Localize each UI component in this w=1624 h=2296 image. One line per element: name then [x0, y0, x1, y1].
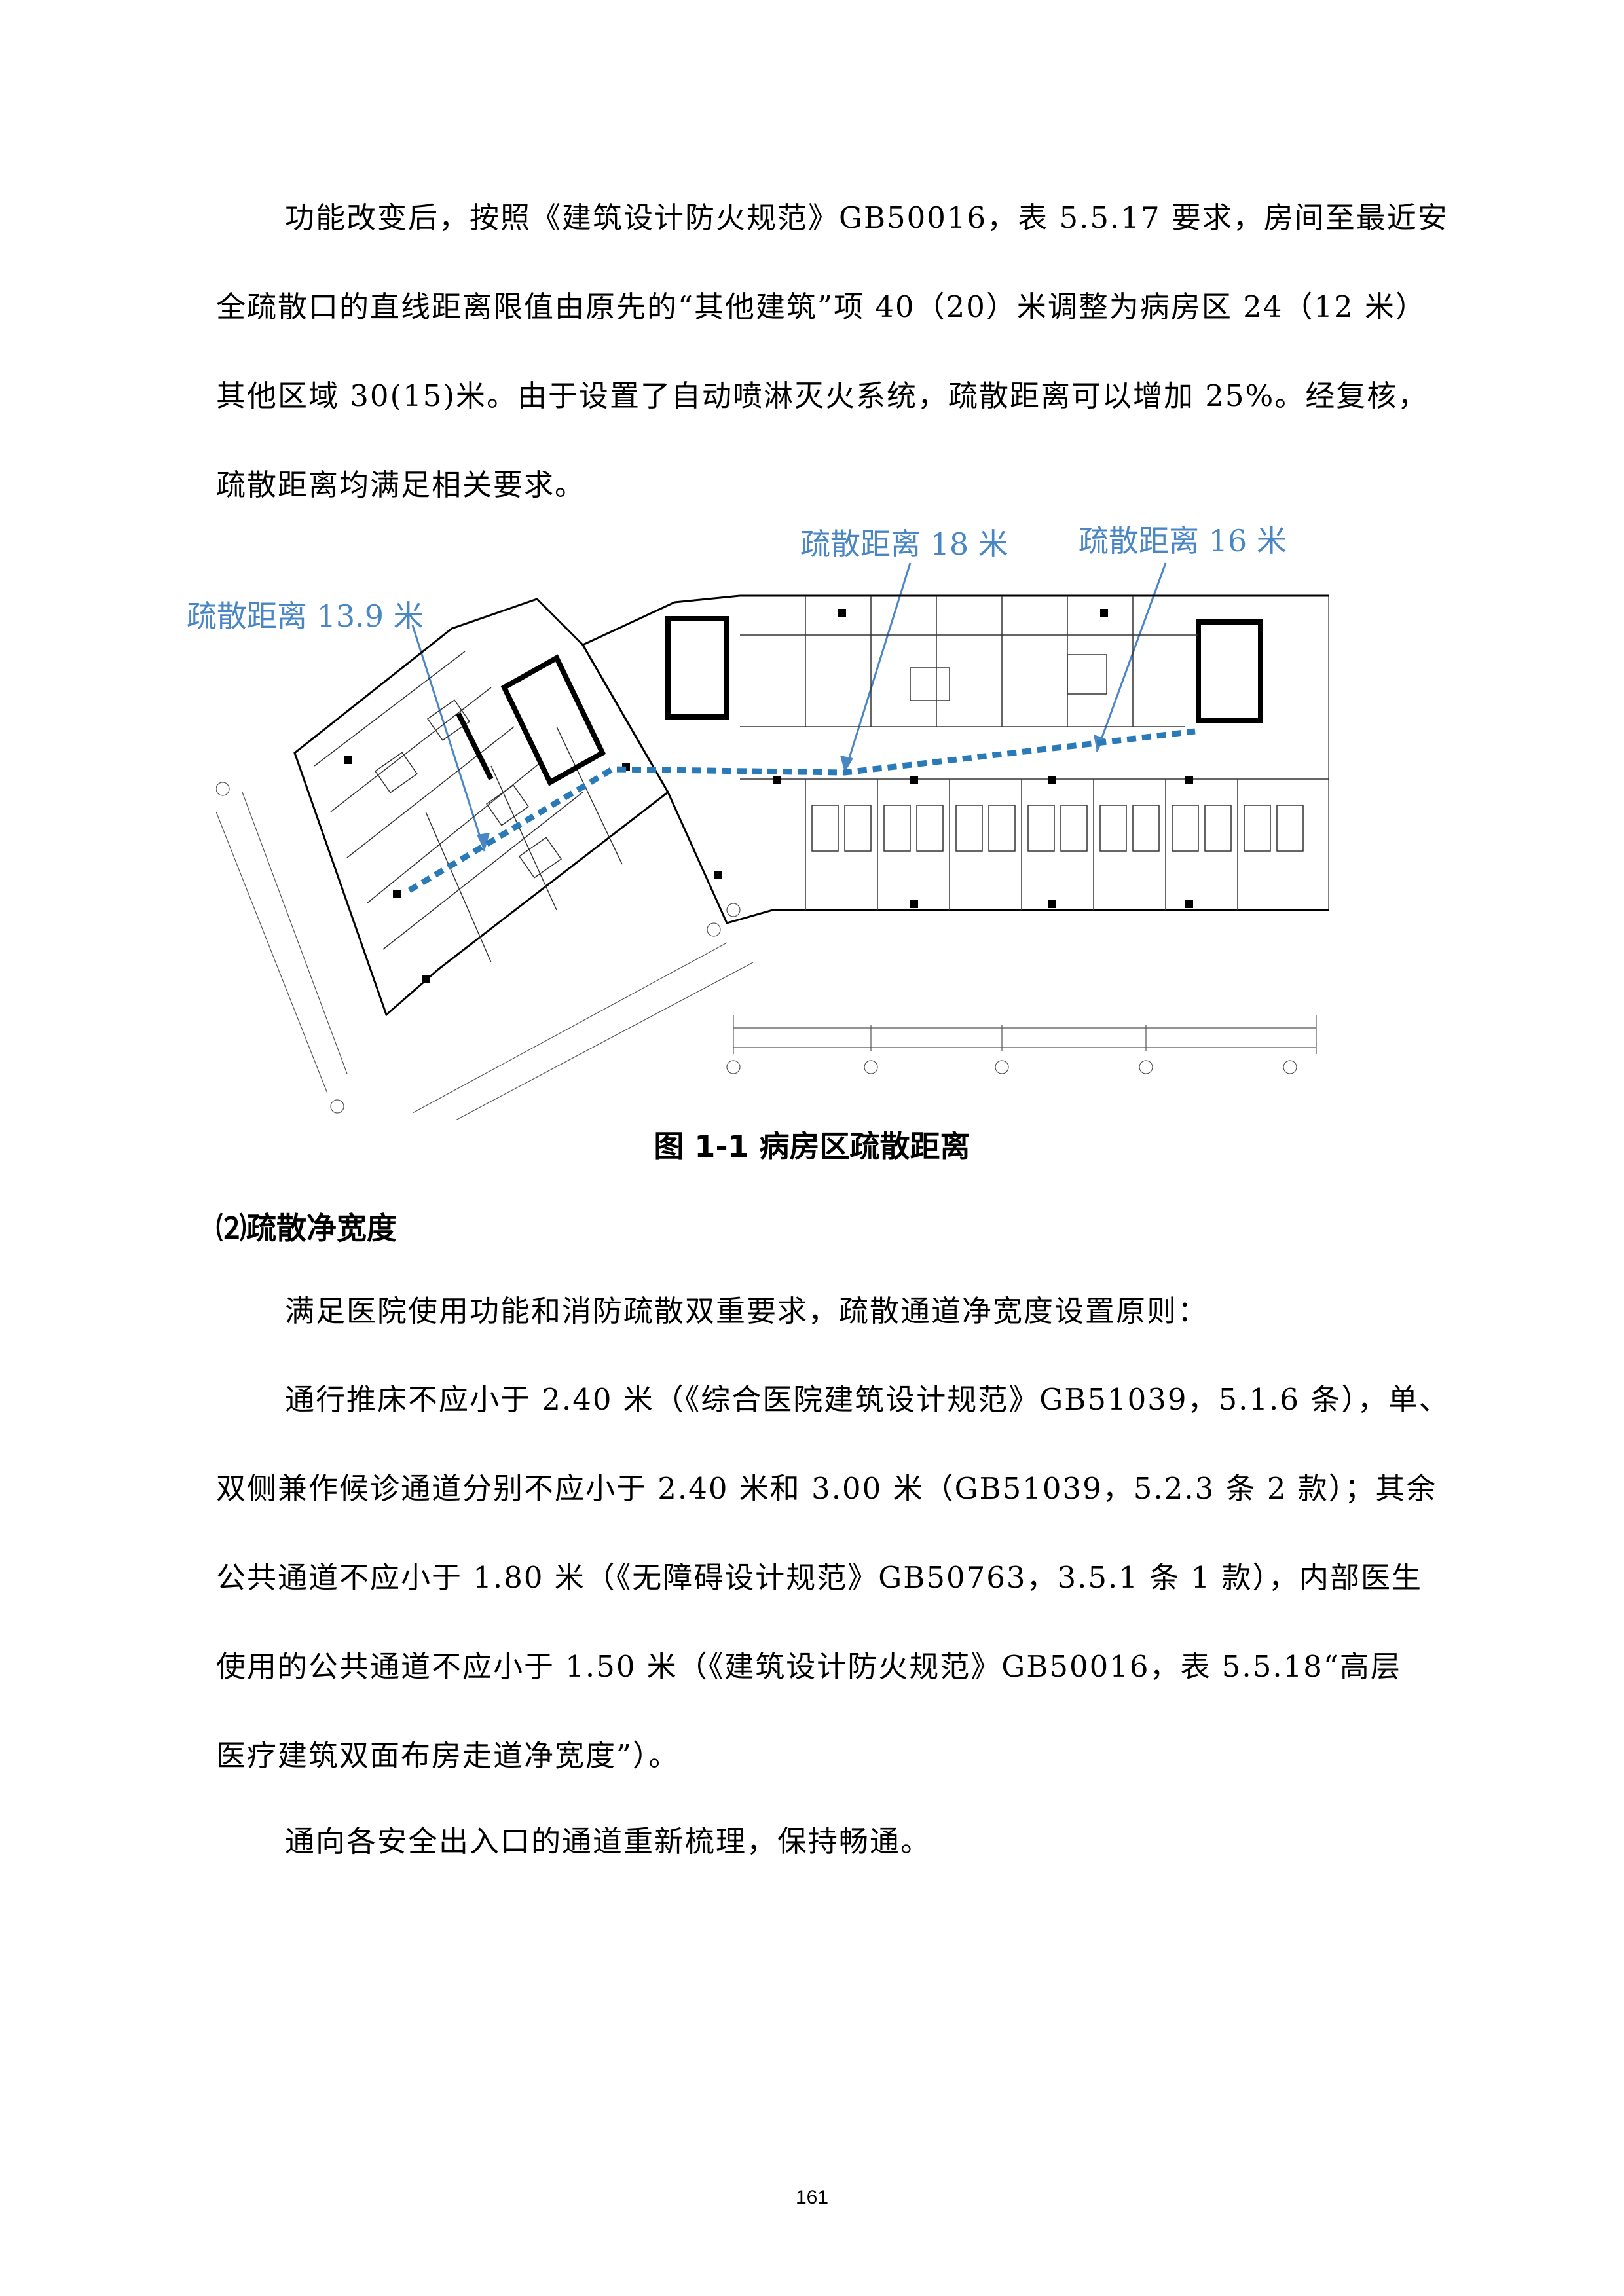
stair-cores	[456, 616, 1263, 786]
annotation-distance-18: 疏散距离 18 米	[800, 526, 1008, 562]
section-heading: ⑵疏散净宽度	[216, 1211, 397, 1246]
annotation-leaders	[411, 562, 1167, 852]
paragraph-line: 双侧兼作候诊通道分别不应小于 2.40 米和 3.00 米（GB51039，5.…	[216, 1471, 1437, 1506]
paragraph-width-rules: 通行推床不应小于 2.40 米（《综合医院建筑设计规范》GB51039，5.1.…	[216, 1355, 1450, 1800]
annotation-distance-16: 疏散距离 16 米	[1079, 523, 1287, 558]
paragraph-exits: 通向各安全出入口的通道重新梳理，保持畅通。	[216, 1797, 1434, 1886]
paragraph-principle: 满足医院使用功能和消防疏散双重要求，疏散通道净宽度设置原则：	[216, 1267, 1434, 1356]
floor-plan-figure	[216, 562, 1329, 1120]
paragraph-fire-distance: 功能改变后，按照《建筑设计防火规范》GB50016，表 5.5.17 要求，房间…	[216, 173, 1449, 530]
page-number: 161	[795, 2187, 829, 2208]
paragraph-line: 疏散距离均满足相关要求。	[216, 467, 586, 502]
building-outline	[293, 594, 1329, 1017]
structural-columns	[344, 609, 1193, 983]
evacuation-path	[407, 728, 1196, 893]
paragraph-line: 公共通道不应小于 1.80 米（《无障碍设计规范》GB50763，3.5.1 条…	[216, 1560, 1423, 1595]
paragraph-line: 功能改变后，按照《建筑设计防火规范》GB50016，表 5.5.17 要求，房间…	[285, 200, 1449, 235]
paragraph-line: 医疗建筑双面布房走道净宽度”）。	[216, 1738, 680, 1773]
right-wing-rooms	[740, 596, 1329, 910]
dimension-lines	[216, 782, 1317, 1120]
paragraph-line: 满足医院使用功能和消防疏散双重要求，疏散通道净宽度设置原则：	[285, 1294, 1209, 1328]
left-wing-rooms	[314, 651, 623, 963]
figure-caption: 图 1-1 病房区疏散距离	[654, 1129, 970, 1164]
paragraph-line: 使用的公共通道不应小于 1.50 米（《建筑设计防火规范》GB50016，表 5…	[216, 1649, 1401, 1684]
annotation-distance-13-9: 疏散距离 13.9 米	[187, 598, 424, 634]
paragraph-line: 全疏散口的直线距离限值由原先的“其他建筑”项 40（20）米调整为病房区 24（…	[216, 289, 1426, 324]
paragraph-line: 通向各安全出入口的通道重新梳理，保持畅通。	[285, 1824, 932, 1859]
paragraph-line: 通行推床不应小于 2.40 米（《综合医院建筑设计规范》GB51039，5.1.…	[285, 1382, 1450, 1417]
paragraph-line: 其他区域 30(15)米。由于设置了自动喷淋灭火系统，疏散距离可以增加 25%。…	[216, 378, 1429, 413]
